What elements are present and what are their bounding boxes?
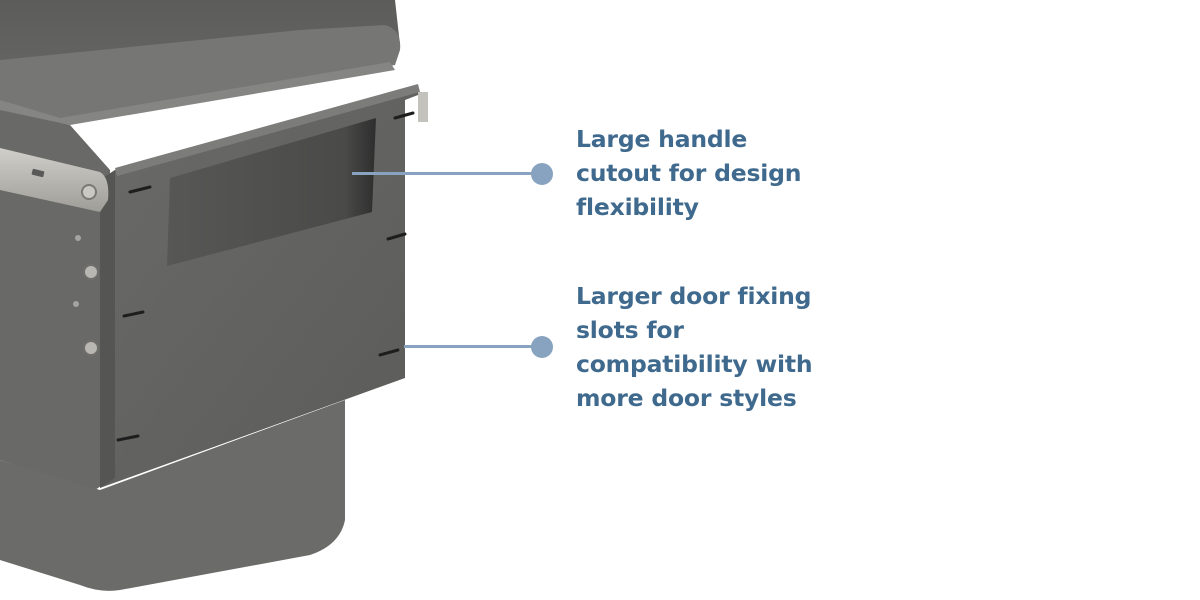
callout-line: more door styles (576, 384, 797, 412)
callout-line: compatibility with (576, 350, 813, 378)
callout-line: Larger door fixing (576, 282, 812, 310)
waste-bin-illustration (0, 0, 428, 591)
callout-line: slots for (576, 316, 684, 344)
callout-line: cutout for design (576, 159, 802, 187)
callout-marker-dot-slots (531, 336, 553, 358)
callout-text-handle-cutout: Large handle cutout for design flexibili… (576, 122, 801, 224)
callout-marker-dot-handle (531, 163, 553, 185)
callout-leader-line-handle (352, 172, 537, 175)
callout-leader-line-slots (404, 345, 537, 348)
callout-line: Large handle (576, 125, 748, 153)
callout-line: flexibility (576, 193, 699, 221)
product-image-waste-bin (0, 0, 440, 600)
callout-text-door-fixing-slots: Larger door fixing slots for compatibili… (576, 279, 813, 415)
